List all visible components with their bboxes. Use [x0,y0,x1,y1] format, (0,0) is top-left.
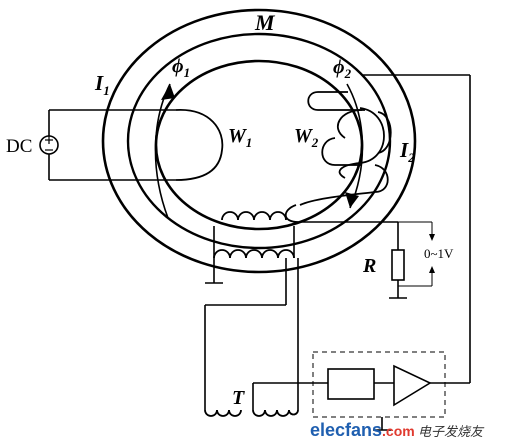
winding-w2 [284,74,471,383]
core-label: M [254,10,276,35]
voltage-range-label: 0~1V [424,246,454,261]
winding1-label: W1 [228,125,252,150]
watermark: elecfans.com 电子发烧友 [310,420,485,440]
flux2-label: ϕ2 [333,56,352,81]
labels: M ϕ1 ϕ2 I1 I2 W1 W2 DC R 0~1V T [6,10,454,409]
flux1-label: ϕ1 [172,55,190,80]
flux-arrow-1 [154,83,175,219]
source-label: DC [6,136,32,157]
current2-label: I2 [399,138,415,165]
winding2-label: W2 [294,125,319,150]
resistor-r [389,221,435,299]
winding-w1 [49,109,224,181]
dc-source [39,110,59,180]
resistor-label: R [362,255,376,277]
watermark-cn: 电子发烧友 [418,425,485,440]
transformer-t [204,382,328,417]
watermark-brand: elecfans.com [310,420,415,440]
current1-label: I1 [94,71,110,98]
toroid-core [101,8,417,274]
amplifier-module [312,351,470,431]
transformer-label: T [232,387,245,409]
sense-winding [204,211,398,410]
